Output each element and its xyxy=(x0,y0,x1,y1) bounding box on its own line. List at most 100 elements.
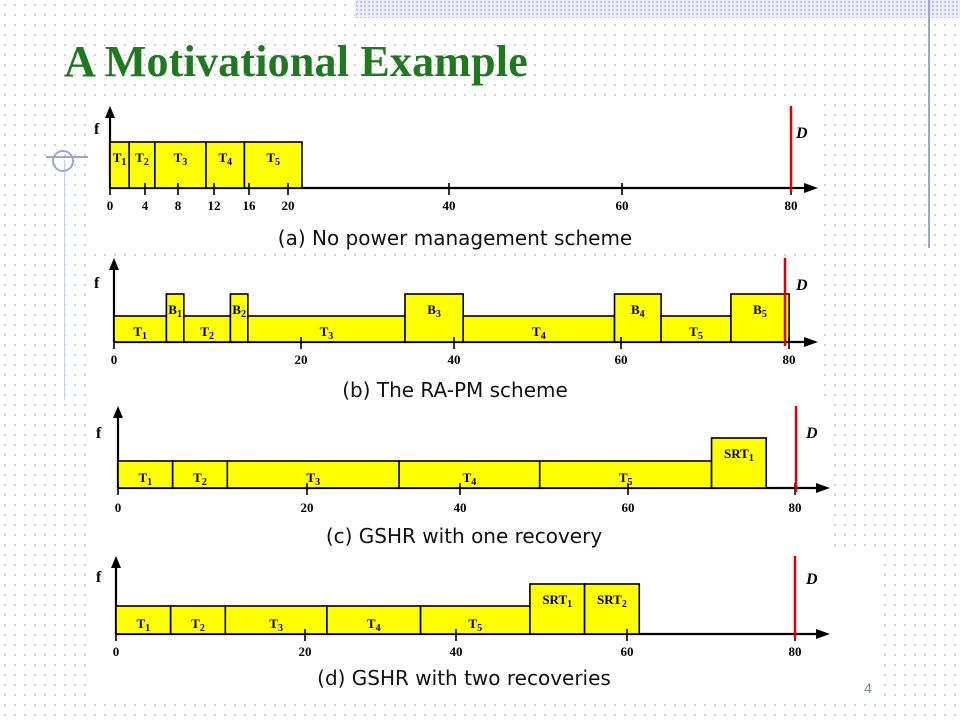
x-tick-label: 0 xyxy=(107,198,114,213)
deadline-label: D xyxy=(805,425,818,442)
decorative-circle xyxy=(52,150,74,172)
x-tick-label: 20 xyxy=(299,644,312,659)
x-tick-label: 60 xyxy=(621,644,634,659)
block-label: T2 xyxy=(193,470,207,488)
block-label: B1 xyxy=(168,302,182,320)
x-tick-label: 80 xyxy=(783,352,796,367)
schedule-block xyxy=(113,315,168,343)
schedule-block xyxy=(117,460,174,489)
x-tick-label: 20 xyxy=(295,352,308,367)
block-label: T5 xyxy=(468,616,482,634)
decorative-horizontal-line xyxy=(46,156,116,158)
block-label: T1 xyxy=(113,150,127,168)
x-tick-label: 80 xyxy=(785,198,798,213)
schedule-block xyxy=(128,141,156,189)
schedule-block xyxy=(462,315,616,343)
y-axis-arrow xyxy=(109,258,119,270)
y-axis-label: f xyxy=(96,569,102,586)
x-tick-label: 8 xyxy=(175,198,182,213)
x-tick-label: 80 xyxy=(789,500,802,515)
block-label: T5 xyxy=(689,324,703,342)
y-axis-arrow xyxy=(111,556,121,568)
y-axis-arrow xyxy=(105,106,115,118)
block-label: T1 xyxy=(133,324,147,342)
panel-caption: (c) GSHR with one recovery xyxy=(325,524,603,548)
panel-caption: (d) GSHR with two recoveries xyxy=(317,666,611,690)
schedule-block xyxy=(398,460,541,489)
x-tick-label: 40 xyxy=(454,500,467,515)
x-tick-label: 20 xyxy=(301,500,314,515)
block-label: B5 xyxy=(753,302,767,320)
schedule-block xyxy=(326,605,422,635)
schedule-block xyxy=(224,605,328,635)
block-label: B2 xyxy=(232,302,246,320)
schedule-chart-a: fT1 T2 T3 T4 T5 0 4 8 12 16 20 40 60 80 D xyxy=(94,106,818,213)
schedule-block xyxy=(613,293,662,343)
page-number: 4 xyxy=(864,680,872,696)
block-label: B3 xyxy=(427,302,441,320)
deadline-label: D xyxy=(805,571,818,588)
schedule-block xyxy=(226,460,400,489)
block-label: T2 xyxy=(191,616,205,634)
x-tick-label: 0 xyxy=(113,644,120,659)
block-label: T1 xyxy=(136,616,150,634)
block-label: T1 xyxy=(138,470,152,488)
schedule-block xyxy=(660,315,732,343)
deadline-label: D xyxy=(795,277,808,294)
block-label: SRT1 xyxy=(724,446,754,464)
block-label: B4 xyxy=(631,302,645,320)
block-label: T4 xyxy=(218,150,232,168)
schedule-block xyxy=(115,605,172,635)
x-tick-label: 0 xyxy=(115,500,122,515)
block-label: SRT2 xyxy=(597,592,627,610)
decorative-top-band xyxy=(355,0,960,18)
schedule-block xyxy=(529,583,586,635)
x-axis-arrow xyxy=(816,629,830,639)
decorative-vertical-line xyxy=(928,0,930,248)
x-tick-label: 60 xyxy=(615,352,628,367)
block-label: T5 xyxy=(266,150,280,168)
block-label: T3 xyxy=(320,324,334,342)
block-label: SRT1 xyxy=(542,592,572,610)
schedule-block xyxy=(183,315,232,343)
x-tick-label: 60 xyxy=(622,500,635,515)
x-tick-label: 40 xyxy=(448,352,461,367)
x-tick-label: 20 xyxy=(282,198,295,213)
block-label: T3 xyxy=(269,616,283,634)
y-axis-label: f xyxy=(94,121,100,138)
schedule-block xyxy=(710,437,768,489)
schedule-block xyxy=(154,141,207,189)
schedule-block xyxy=(247,315,406,343)
y-axis-arrow xyxy=(113,406,123,418)
deadline-label: D xyxy=(795,125,808,142)
x-axis-arrow xyxy=(816,483,830,493)
decorative-left-line xyxy=(64,160,65,400)
x-tick-label: 16 xyxy=(243,198,257,213)
schedule-block xyxy=(730,293,790,343)
block-label: T3 xyxy=(174,150,188,168)
x-axis-arrow xyxy=(804,183,818,193)
block-label: T4 xyxy=(463,470,477,488)
x-tick-label: 40 xyxy=(443,198,456,213)
block-label: T2 xyxy=(135,150,149,168)
schedule-block xyxy=(243,141,303,189)
block-label: T5 xyxy=(619,470,633,488)
panel-caption: (a) No power management scheme xyxy=(277,226,633,250)
x-tick-label: 80 xyxy=(789,644,802,659)
x-axis-arrow xyxy=(804,337,818,347)
block-label: T2 xyxy=(200,324,214,342)
x-tick-label: 60 xyxy=(616,198,629,213)
block-label: T4 xyxy=(367,616,381,634)
y-axis-label: f xyxy=(94,275,100,292)
x-tick-label: 4 xyxy=(142,198,149,213)
x-tick-label: 12 xyxy=(208,198,221,213)
schedule-block xyxy=(538,460,713,489)
panel-caption: (b) The RA-PM scheme xyxy=(342,378,568,402)
